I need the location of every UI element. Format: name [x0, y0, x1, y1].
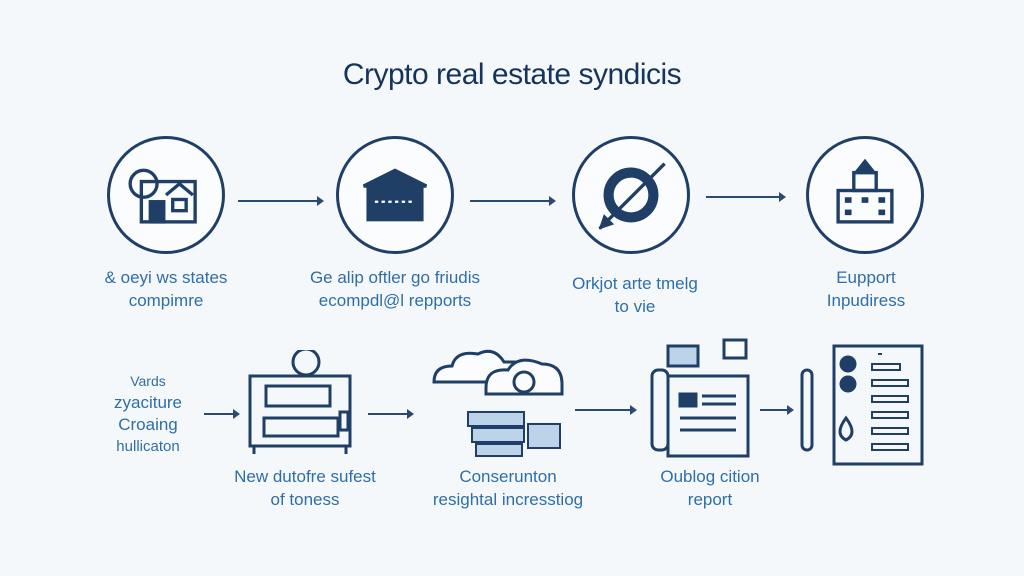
document-folder-icon — [648, 336, 758, 462]
arrow — [706, 192, 786, 202]
label-line: Inpudiress — [826, 291, 906, 310]
side-text: Vards zyaciture Croaing hullicaton — [88, 370, 208, 458]
label-line: Eupport — [836, 268, 896, 287]
arrow — [575, 405, 637, 415]
step-label: Conserunton resightal incresstiog — [398, 465, 618, 511]
label-line: report — [687, 490, 733, 509]
label-line: Croaing — [118, 415, 178, 434]
label-line: Vards — [130, 373, 166, 389]
arrow — [470, 196, 556, 206]
step-label: Oublog cition report — [610, 465, 810, 511]
building-icon — [336, 136, 454, 254]
arrow — [368, 409, 414, 419]
diagram-title: Crypto real estate syndicis — [342, 58, 682, 91]
machine-icon — [244, 347, 364, 460]
arrow — [760, 405, 794, 415]
arrow — [238, 196, 324, 206]
house-icon — [107, 136, 225, 254]
label-line: & oeyi ws states — [104, 268, 228, 287]
label-line: of toness — [270, 490, 340, 509]
report-sheet-icon — [798, 340, 928, 470]
step-label: Orkjot arte tmelg to vie — [535, 272, 735, 318]
label-line: Orkjot arte tmelg — [572, 274, 698, 293]
label-line: New dutofre sufest — [234, 467, 376, 486]
label-line: to vie — [614, 297, 656, 316]
arrow — [204, 409, 240, 419]
label-line: resightal incresstiog — [432, 490, 584, 509]
label-line: ecompdl@l repports — [318, 291, 472, 310]
label-line: Conserunton — [459, 467, 557, 486]
label-line: zyaciture — [113, 393, 183, 412]
step-label: Ge alip oftler go friudis ecompdl@l reppo… — [265, 266, 525, 312]
label-line: Oublog cition — [660, 467, 760, 486]
step-label: & oeyi ws states compimre — [66, 266, 266, 312]
label-line: Ge alip oftler go friudis — [309, 268, 481, 287]
step-label: New dutofre sufest of toness — [200, 465, 410, 511]
cloud-stack-icon — [428, 340, 588, 460]
target-arrow-icon — [572, 136, 690, 254]
office-tower-icon — [806, 136, 924, 254]
label-line: compimre — [128, 291, 204, 310]
label-line: hullicaton — [116, 438, 180, 455]
